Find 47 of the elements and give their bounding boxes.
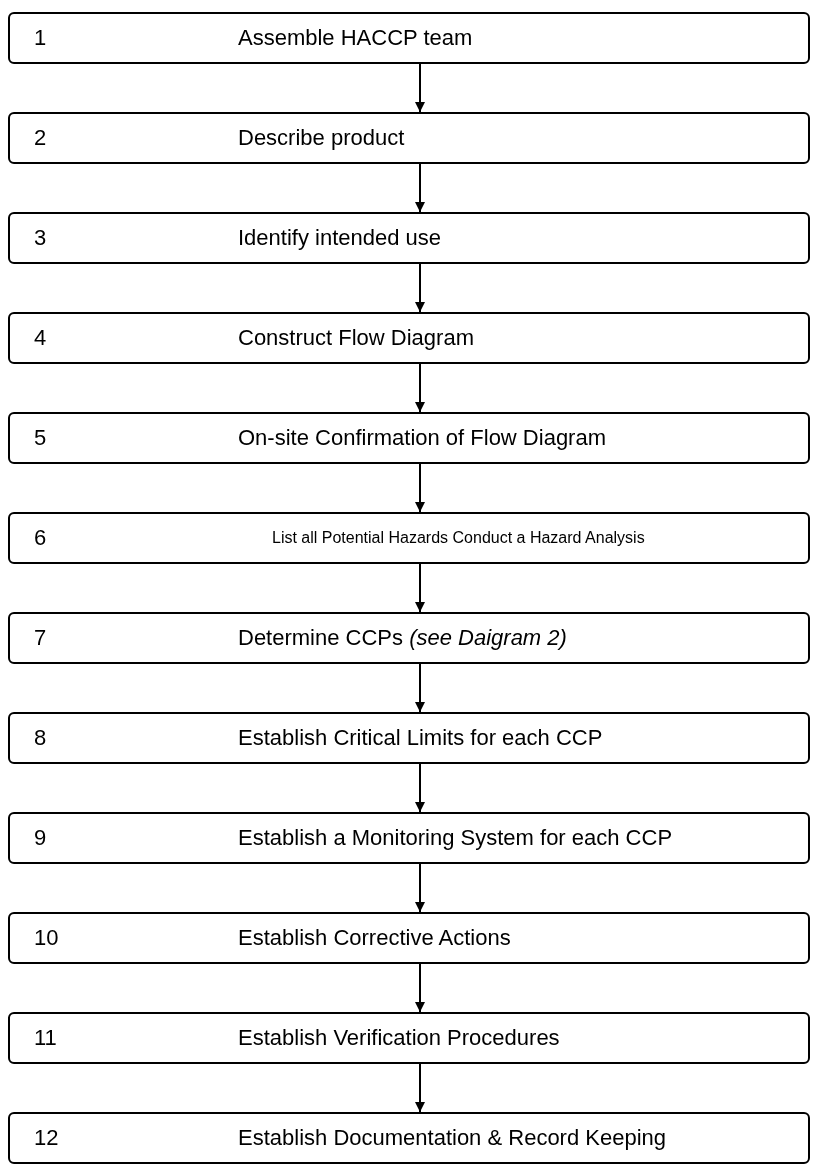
arrow (415, 363, 425, 413)
arrow (415, 163, 425, 213)
step-box (8, 112, 810, 164)
step-box (8, 612, 810, 664)
step-label: Establish a Monitoring System for each CCP (238, 827, 673, 849)
step-label: Determine CCPs (see Daigram 2) (238, 627, 567, 649)
step-number: 5 (34, 427, 47, 449)
step-box (8, 312, 810, 364)
step-number: 8 (34, 727, 47, 749)
step-box (8, 912, 810, 964)
step-number: 6 (34, 527, 47, 549)
arrow (415, 263, 425, 313)
arrow (415, 963, 425, 1013)
arrow (415, 563, 425, 613)
step-box (8, 812, 810, 864)
step-number: 10 (34, 927, 59, 949)
step-box (8, 1112, 810, 1164)
step-box (8, 212, 810, 264)
step-label: Establish Documentation & Record Keeping (238, 1127, 667, 1149)
step-number: 9 (34, 827, 47, 849)
step-box (8, 12, 810, 64)
arrow (415, 463, 425, 513)
arrow (415, 663, 425, 713)
step-number: 2 (34, 127, 47, 149)
step-box (8, 512, 810, 564)
step-number: 1 (34, 27, 47, 49)
step-number: 11 (34, 1027, 57, 1049)
step-label: Establish Critical Limits for each CCP (238, 727, 603, 749)
step-label: Describe product (238, 127, 405, 149)
arrow (415, 1063, 425, 1113)
step-label: Identify intended use (238, 227, 442, 249)
step-box (8, 712, 810, 764)
step-number: 3 (34, 227, 47, 249)
arrow (415, 863, 425, 913)
step-number: 12 (34, 1127, 59, 1149)
step-number: 7 (34, 627, 47, 649)
arrow (415, 63, 425, 113)
step-label: Construct Flow Diagram (238, 327, 474, 349)
step-label: On-site Confirmation of Flow Diagram (238, 427, 606, 449)
step-label: Establish Verification Procedures (238, 1027, 560, 1049)
step-label: Assemble HACCP team (238, 27, 473, 49)
step-box (8, 1012, 810, 1064)
step-box (8, 412, 810, 464)
step-number: 4 (34, 327, 47, 349)
step-label: Establish Corrective Actions (238, 927, 511, 949)
arrow (415, 763, 425, 813)
step-label: List all Potential Hazards Conduct a Hazard Analysis (272, 530, 645, 546)
